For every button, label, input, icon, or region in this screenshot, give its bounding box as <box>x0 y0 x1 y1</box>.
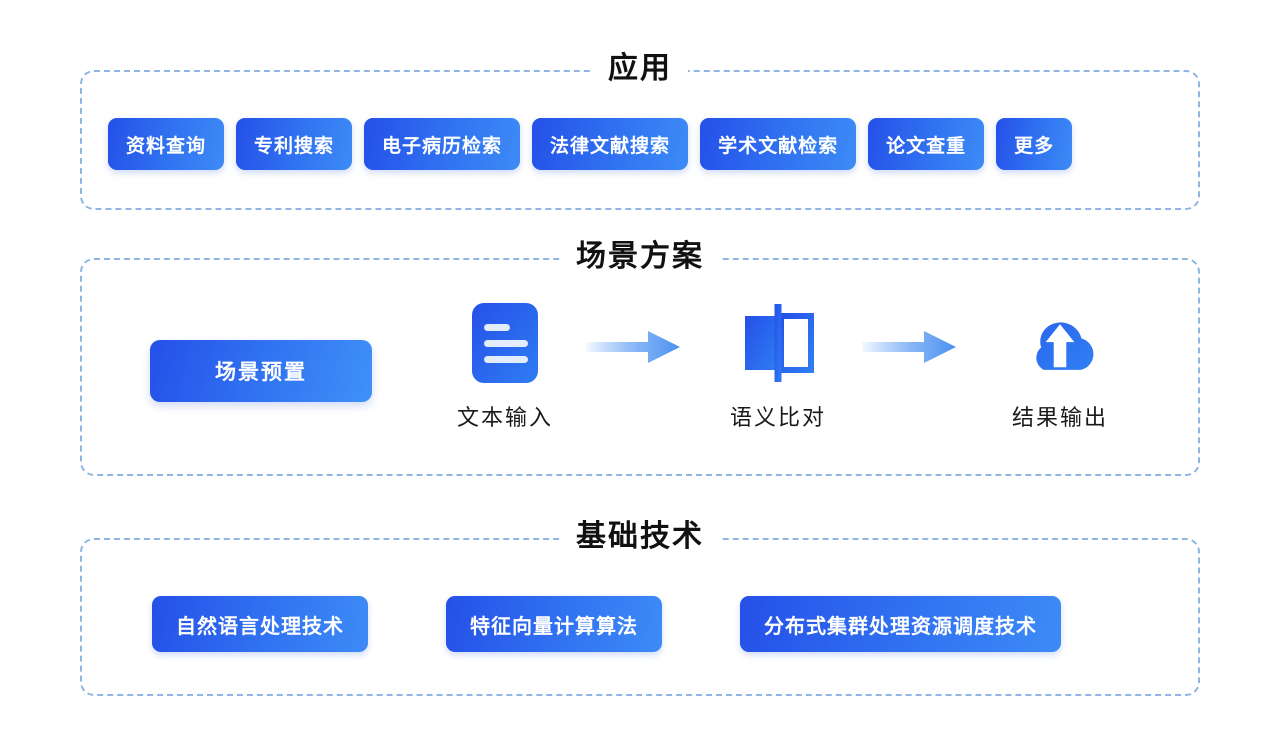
application-item-lunwenchachong[interactable]: 论文查重 <box>868 118 985 170</box>
document-lines-icon <box>462 300 548 386</box>
scenario-step-label-output: 结果输出 <box>1011 405 1108 430</box>
foundation-item-feature-vector[interactable]: 特征向量计算算法 <box>446 596 662 652</box>
section-title-scenario: 场景方案 <box>560 242 720 272</box>
application-item-dianzibingli[interactable]: 电子病历检索 <box>364 118 521 170</box>
compare-squares-icon <box>735 300 821 386</box>
application-item-row: 资料查询 专利搜索 电子病历检索 法律文献搜索 学术文献检索 论文查重 更多 <box>108 118 1073 170</box>
foundation-item-nlp[interactable]: 自然语言处理技术 <box>152 596 368 652</box>
cloud-upload-icon <box>1017 300 1103 386</box>
arrow-right-icon <box>586 330 680 364</box>
application-item-zhuanlisousuo[interactable]: 专利搜索 <box>236 118 353 170</box>
section-title-foundation: 基础技术 <box>560 522 720 552</box>
application-item-more[interactable]: 更多 <box>996 118 1073 170</box>
scenario-step-text-input[interactable]: 文本输入 <box>435 300 575 432</box>
scenario-preset-button[interactable]: 场景预置 <box>150 340 372 402</box>
scenario-flow-row: 场景预置 文本输入 <box>150 300 1140 450</box>
foundation-item-row: 自然语言处理技术 特征向量计算算法 分布式集群处理资源调度技术 <box>152 596 1061 652</box>
scenario-step-label-compare: 语义比对 <box>729 405 826 430</box>
section-title-application: 应用 <box>592 54 688 84</box>
scenario-step-label-text-input: 文本输入 <box>456 405 553 430</box>
application-item-xueshuwenxian[interactable]: 学术文献检索 <box>700 118 857 170</box>
arrow-right-icon <box>862 330 956 364</box>
application-item-falvwenxian[interactable]: 法律文献搜索 <box>532 118 689 170</box>
foundation-item-distributed-cluster[interactable]: 分布式集群处理资源调度技术 <box>740 596 1061 652</box>
scenario-step-compare[interactable]: 语义比对 <box>708 300 848 432</box>
application-item-ziliaochaxun[interactable]: 资料查询 <box>108 118 225 170</box>
scenario-step-output[interactable]: 结果输出 <box>990 300 1130 432</box>
